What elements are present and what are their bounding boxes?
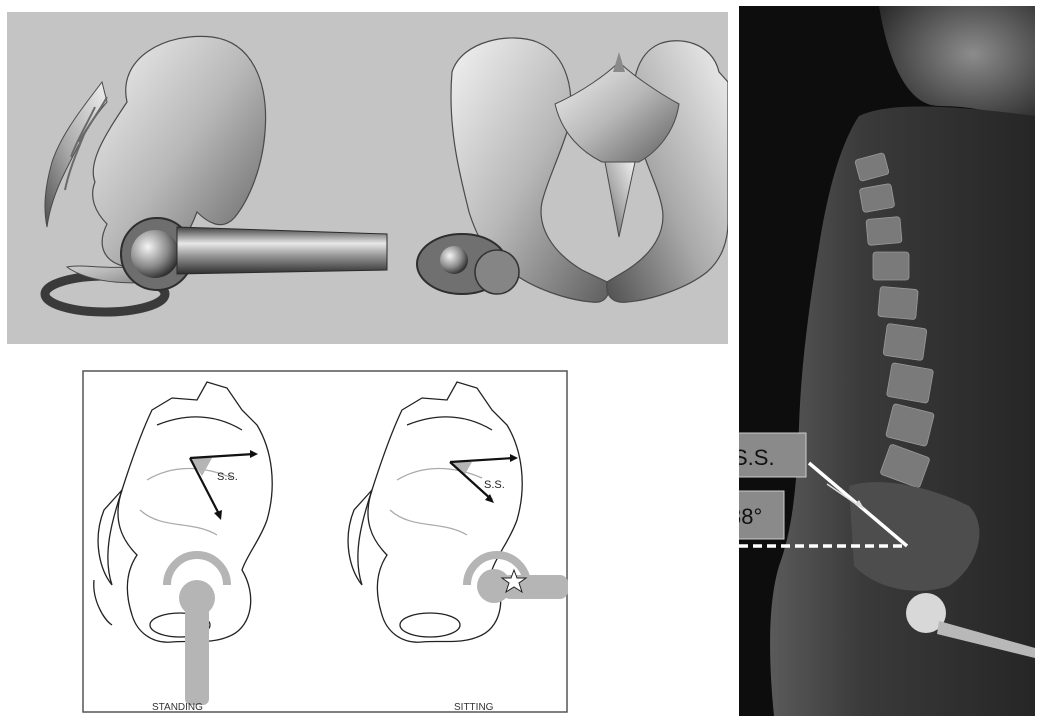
standing-label: STANDING: [152, 702, 203, 713]
sitting-label: SITTING: [454, 702, 494, 713]
standing-sitting-diagram: S.S. STANDING S.S. SITTING: [82, 370, 568, 713]
xray-ss-label: S.S.: [739, 445, 775, 470]
pelvis-3d-render: [7, 12, 728, 344]
lateral-xray: S.S. 38°: [739, 6, 1035, 716]
xray-angle-value: 38°: [739, 504, 762, 529]
sitting-ss-label: S.S.: [484, 479, 505, 491]
diagram-frame: [83, 371, 567, 712]
standing-ss-label: S.S.: [217, 471, 238, 483]
